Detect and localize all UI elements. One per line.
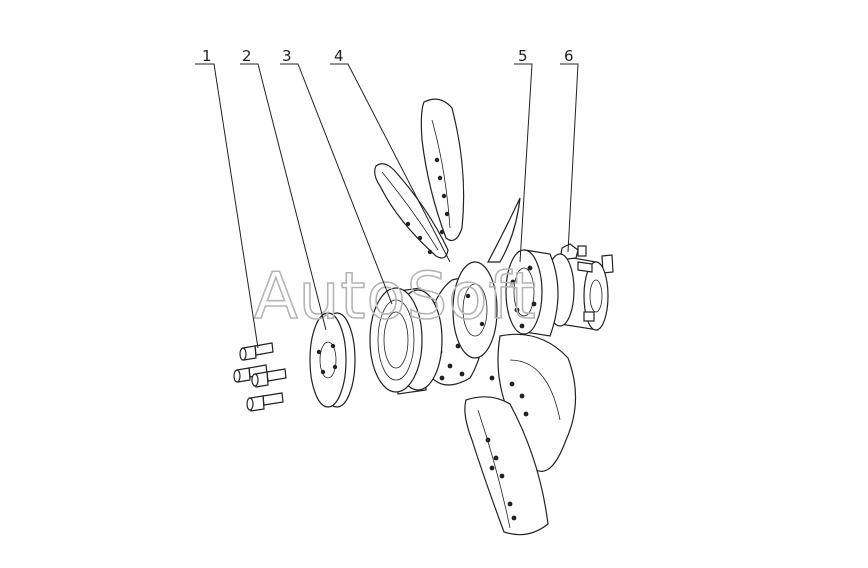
- part-4-fan: [374, 98, 577, 536]
- callout-2: 2: [242, 47, 252, 65]
- callout-6: 6: [564, 47, 574, 65]
- part-1-bolts: [233, 342, 287, 412]
- callout-4: 4: [334, 47, 344, 65]
- callouts: 1 2 3 4 5 6: [202, 47, 574, 65]
- bolt: [239, 342, 274, 361]
- watermark: AutoSoft: [254, 260, 537, 334]
- callout-1: 1: [202, 47, 212, 65]
- bolt: [246, 392, 284, 412]
- part-2-pulley-plate: [309, 312, 356, 408]
- bolt: [251, 368, 287, 388]
- callout-5: 5: [518, 47, 528, 65]
- leader-lines: [195, 63, 579, 349]
- part-5-fan-hub: [505, 249, 559, 337]
- callout-3: 3: [282, 47, 292, 65]
- part-3-spacer: [369, 287, 443, 395]
